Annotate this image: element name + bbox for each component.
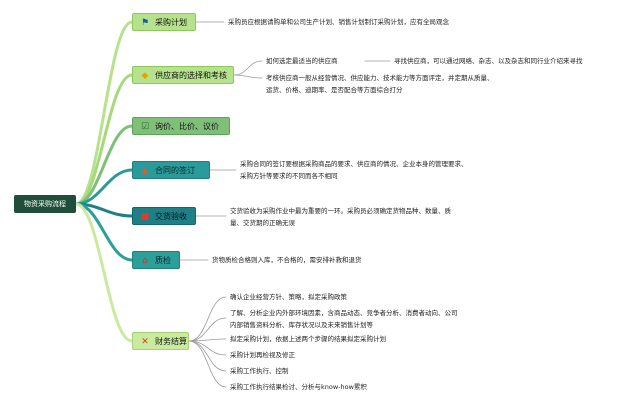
finance-step: 内部销售资料分析、库存状况以及未来销售计划等 bbox=[230, 321, 373, 329]
topic-label: 质检 bbox=[155, 256, 171, 265]
topic-purchase-plan[interactable]: ⚑ 采购计划 bbox=[132, 13, 196, 31]
topic-contract[interactable]: ▲ 合同的签订 bbox=[132, 161, 210, 179]
topic-supplier-selection[interactable]: ◆ 供应商的选择和考核 bbox=[132, 66, 234, 84]
tools-icon: ✕ bbox=[141, 337, 149, 347]
supplier-eval-line-1: 考核供应商一般从经营情况、供应能力、技术能力等方面评定，并定期从质量、 bbox=[266, 74, 494, 82]
contract-line-2: 采购方针等要求的不同而各不相同 bbox=[240, 172, 338, 180]
topic-label: 交货验收 bbox=[155, 212, 187, 221]
finance-step: 拟定采购计划，依据上述两个步骤的结果拟定采购计划 bbox=[230, 335, 386, 343]
branch-supplier bbox=[74, 73, 134, 206]
branch-finance bbox=[74, 202, 134, 343]
finance-step: 采购工作执行结果检讨、分析与know-how累积 bbox=[230, 383, 367, 391]
root-topic[interactable]: 物资采购流程 bbox=[14, 195, 76, 213]
topic-finance[interactable]: ✕ 财务结算 bbox=[132, 332, 189, 350]
house-icon: ⌂ bbox=[142, 256, 148, 266]
supplier-find-detail: 寻找供应商，可以通过网络、杂志、以及杂志和同行业介绍来寻找 bbox=[394, 57, 583, 65]
topic-delivery[interactable]: ■ 交货验收 bbox=[132, 207, 196, 225]
qc-detail: 货物质检合格则入库，不合格的，需安排补救和退货 bbox=[212, 256, 362, 264]
topic-label: 合同的签订 bbox=[155, 166, 195, 175]
delivery-line-2: 量、交货期的正确无误 bbox=[230, 219, 295, 227]
topic-label: 采购计划 bbox=[155, 18, 187, 27]
finance-step: 采购计划再检视及修正 bbox=[230, 351, 295, 359]
supplier-eval-line-2: 运货、价格、迪期率、是否配合等方面综合打分 bbox=[266, 86, 403, 94]
topic-quality-check[interactable]: ⌂ 质检 bbox=[132, 251, 180, 269]
supplier-question: 如何选定最适当的供应商 bbox=[266, 57, 338, 65]
delivery-line-1: 交货验收为采购作业中最为重要的一环。采购员必须确定货物品种、数量、质 bbox=[230, 207, 451, 215]
branch-inquiry bbox=[74, 124, 134, 206]
finance-step: 了解、分析企业内外部环境因素，含商品动态、竞争者分析、消费者动向、公司 bbox=[230, 309, 458, 317]
branch-plan bbox=[74, 20, 134, 206]
plan-detail: 采购员应根据请购单和公司生产计划、销售计划制订采购计划，应有全局观念 bbox=[228, 18, 449, 26]
branch-qc bbox=[74, 202, 134, 262]
contract-line-1: 采购合同的签订要根据采购商品的要求、供应商的情况、企业本身的管理要求、 bbox=[240, 160, 468, 168]
topic-label: 财务结算 bbox=[155, 337, 187, 346]
flag-icon: ⚑ bbox=[140, 18, 150, 28]
finance-step: 确认企业经营方针、策略，拟定采购政策 bbox=[230, 293, 347, 301]
topic-label: 询价、比价、议价 bbox=[155, 122, 219, 131]
checkbox-icon: ☑ bbox=[140, 122, 150, 132]
star-icon: ◆ bbox=[141, 71, 149, 81]
topic-label: 供应商的选择和考核 bbox=[155, 71, 227, 80]
topic-inquiry[interactable]: ☑ 询价、比价、议价 bbox=[132, 117, 230, 135]
contract-icon: ▲ bbox=[141, 166, 149, 176]
stop-icon: ■ bbox=[140, 212, 150, 222]
finance-step: 采购工作执行、控制 bbox=[230, 367, 289, 375]
